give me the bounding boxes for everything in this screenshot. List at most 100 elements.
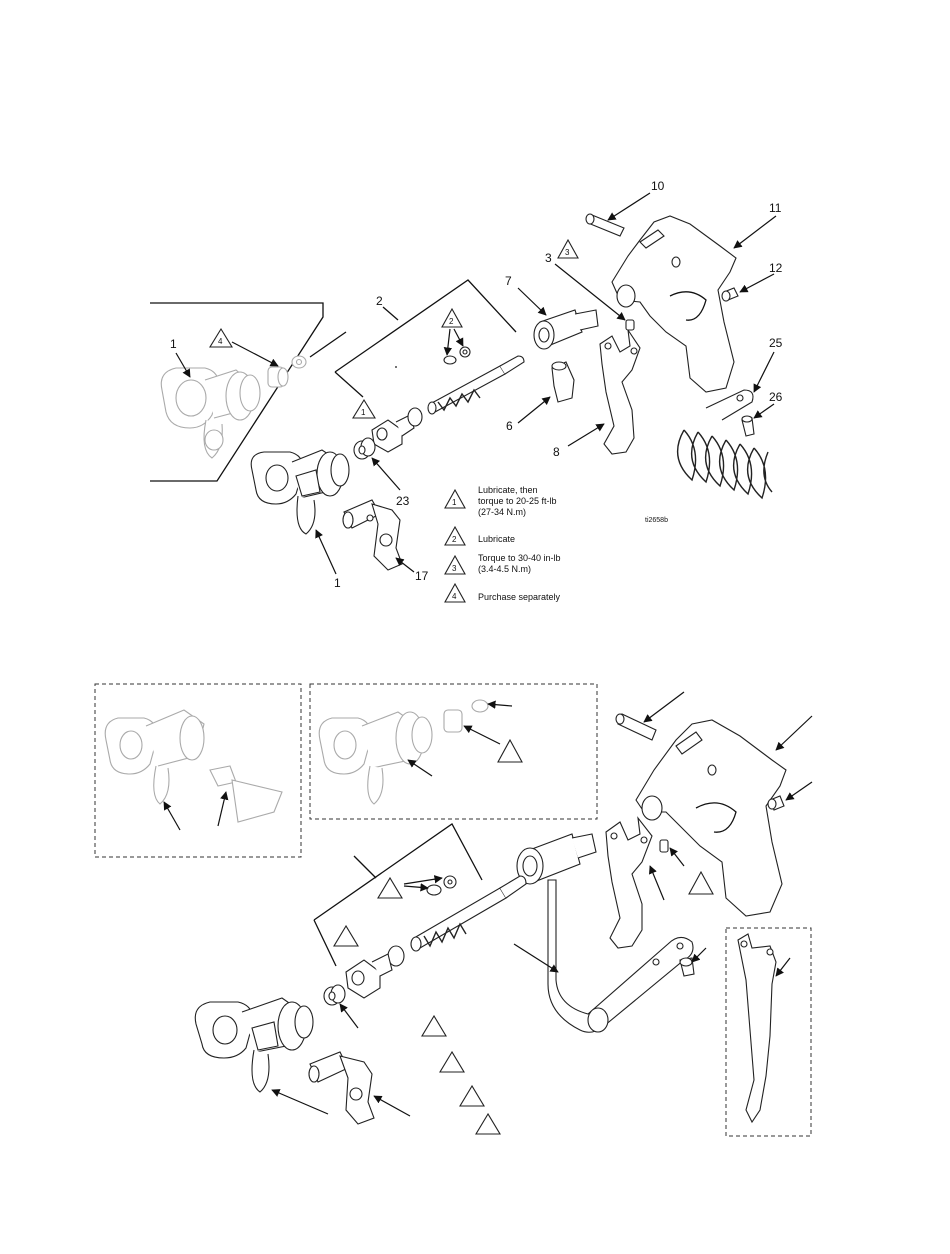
leader-trigger-lower [650,866,664,900]
callout-25: 25 [769,336,783,350]
inset-middle-leader-b [464,726,500,744]
needle-bracket-tail [335,372,363,397]
coil-trigger-guard [678,390,772,498]
callout-2: 2 [376,294,383,308]
leader-inset-right [776,958,790,976]
legend-symbol-lower-2 [440,1052,464,1072]
hinge-pin [586,214,624,236]
leader-25 [754,352,774,392]
symbol-2: 2 [442,309,462,327]
figure-id: ti2658b [645,517,668,524]
set-screw-symbol-lower [689,872,713,894]
lube-symbol-lower [378,878,402,898]
inset-middle-symbol [498,740,522,762]
leader-bracket-lower [354,856,376,878]
svg-text:Purchase separately: Purchase separately [478,592,561,602]
svg-text:3: 3 [565,248,570,257]
legend-item-4: 4 Purchase separately [445,584,561,602]
legend-item-2: 2 Lubricate [445,527,515,545]
leader-screw-lower [786,782,812,800]
symbol-1: 1 [353,400,375,418]
leader-set-screw-lower [670,848,684,866]
inset-left-leader-b [218,792,226,826]
leader-spray-tip-lower [374,1096,410,1116]
svg-text:3: 3 [452,564,457,573]
inset-middle-tip-guard [319,700,488,804]
legend-symbol-lower-1 [422,1016,446,1036]
legend-item-1: 1 Lubricate, then torque to 20-25 ft-lb … [445,485,557,517]
needle-bracket [335,280,516,372]
callout-8: 8 [553,445,560,459]
leader-body-lower [776,716,812,750]
needle-seat-housing [372,415,414,452]
inlet-fitting [552,362,574,402]
svg-text:2: 2 [452,535,457,544]
leader-2-lube-a [447,329,450,355]
leader-lube-lower-b [404,878,442,884]
legend-symbol-lower-4 [476,1114,500,1134]
inset-left-leader-a [164,802,180,830]
leader-26 [754,404,774,418]
leader-6 [518,397,550,423]
tip-seal-lower [324,985,345,1005]
svg-text:2: 2 [449,317,454,326]
svg-text:(3.4-4.5 N.m): (3.4-4.5 N.m) [478,564,531,574]
bottom-exploded-view [95,684,812,1136]
leader-23 [372,458,400,490]
guard-screw-lower-b [680,958,694,976]
callout-7: 7 [505,274,512,288]
callout-10: 10 [651,179,665,193]
trigger-lower [606,818,652,948]
ghost-tip-guard [161,368,260,458]
callout-17: 17 [415,569,429,583]
callout-6: 6 [506,419,513,433]
symbol-3: 3 [558,240,578,258]
ghost-tip-seal [268,356,306,387]
gun-head-adapter-lower [517,834,596,884]
callout-11: 11 [769,201,782,215]
inset-left-tip-guard [105,710,282,822]
svg-text:torque to 20-25 ft-lb: torque to 20-25 ft-lb [478,496,557,506]
callout-26: 26 [769,390,783,404]
trigger-set-screw [626,320,634,330]
svg-text:Lubricate, then: Lubricate, then [478,485,538,495]
leader-7 [518,288,546,315]
rac-tip-guard-lower [195,998,313,1092]
top-exploded-view: 1 4 2 2 [150,179,783,602]
needle-seat-housing-lower [346,954,392,998]
inset-middle-leader-a [488,704,512,706]
needle-o-ring [408,408,422,426]
svg-text:Lubricate: Lubricate [478,534,515,544]
leader-lube-lower-a [404,886,428,888]
legend-symbol-lower-3 [460,1086,484,1106]
guard-screw-top [722,288,738,301]
spray-tip-lower [309,1052,374,1124]
svg-text:4: 4 [218,337,223,346]
leader-2 [383,307,398,320]
svg-text:(27-34 N.m): (27-34 N.m) [478,507,526,517]
legend: 1 Lubricate, then torque to 20-25 ft-lb … [445,485,561,602]
callout-3: 3 [545,251,552,265]
inset-right-trigger [738,934,776,1122]
needle-shaft [428,356,524,414]
svg-text:4: 4 [452,592,457,601]
leader-guard-screw-b [692,948,706,962]
rac-tip-guard [251,450,349,534]
legend-item-3: 3 Torque to 30-40 in-lb (3.4-4.5 N.m) [445,553,561,574]
symbol-4: 4 [210,329,232,347]
needle-bracket-lower [314,824,482,920]
needle-seal-pair-lower [427,876,456,895]
tip-seal-and-seat [354,438,375,459]
callout-12: 12 [769,261,783,275]
callout-1b: 1 [334,576,341,590]
svg-text:Torque to 30-40 in-lb: Torque to 30-40 in-lb [478,553,561,563]
callout-1a: 1 [170,337,177,351]
leader-11 [734,216,776,248]
leader-seal [310,332,346,357]
stray-dot [395,366,397,368]
leader-12 [740,274,774,292]
leader-8 [568,424,604,446]
guard-screw-bottom [742,416,754,436]
set-screw-lower [660,840,668,852]
